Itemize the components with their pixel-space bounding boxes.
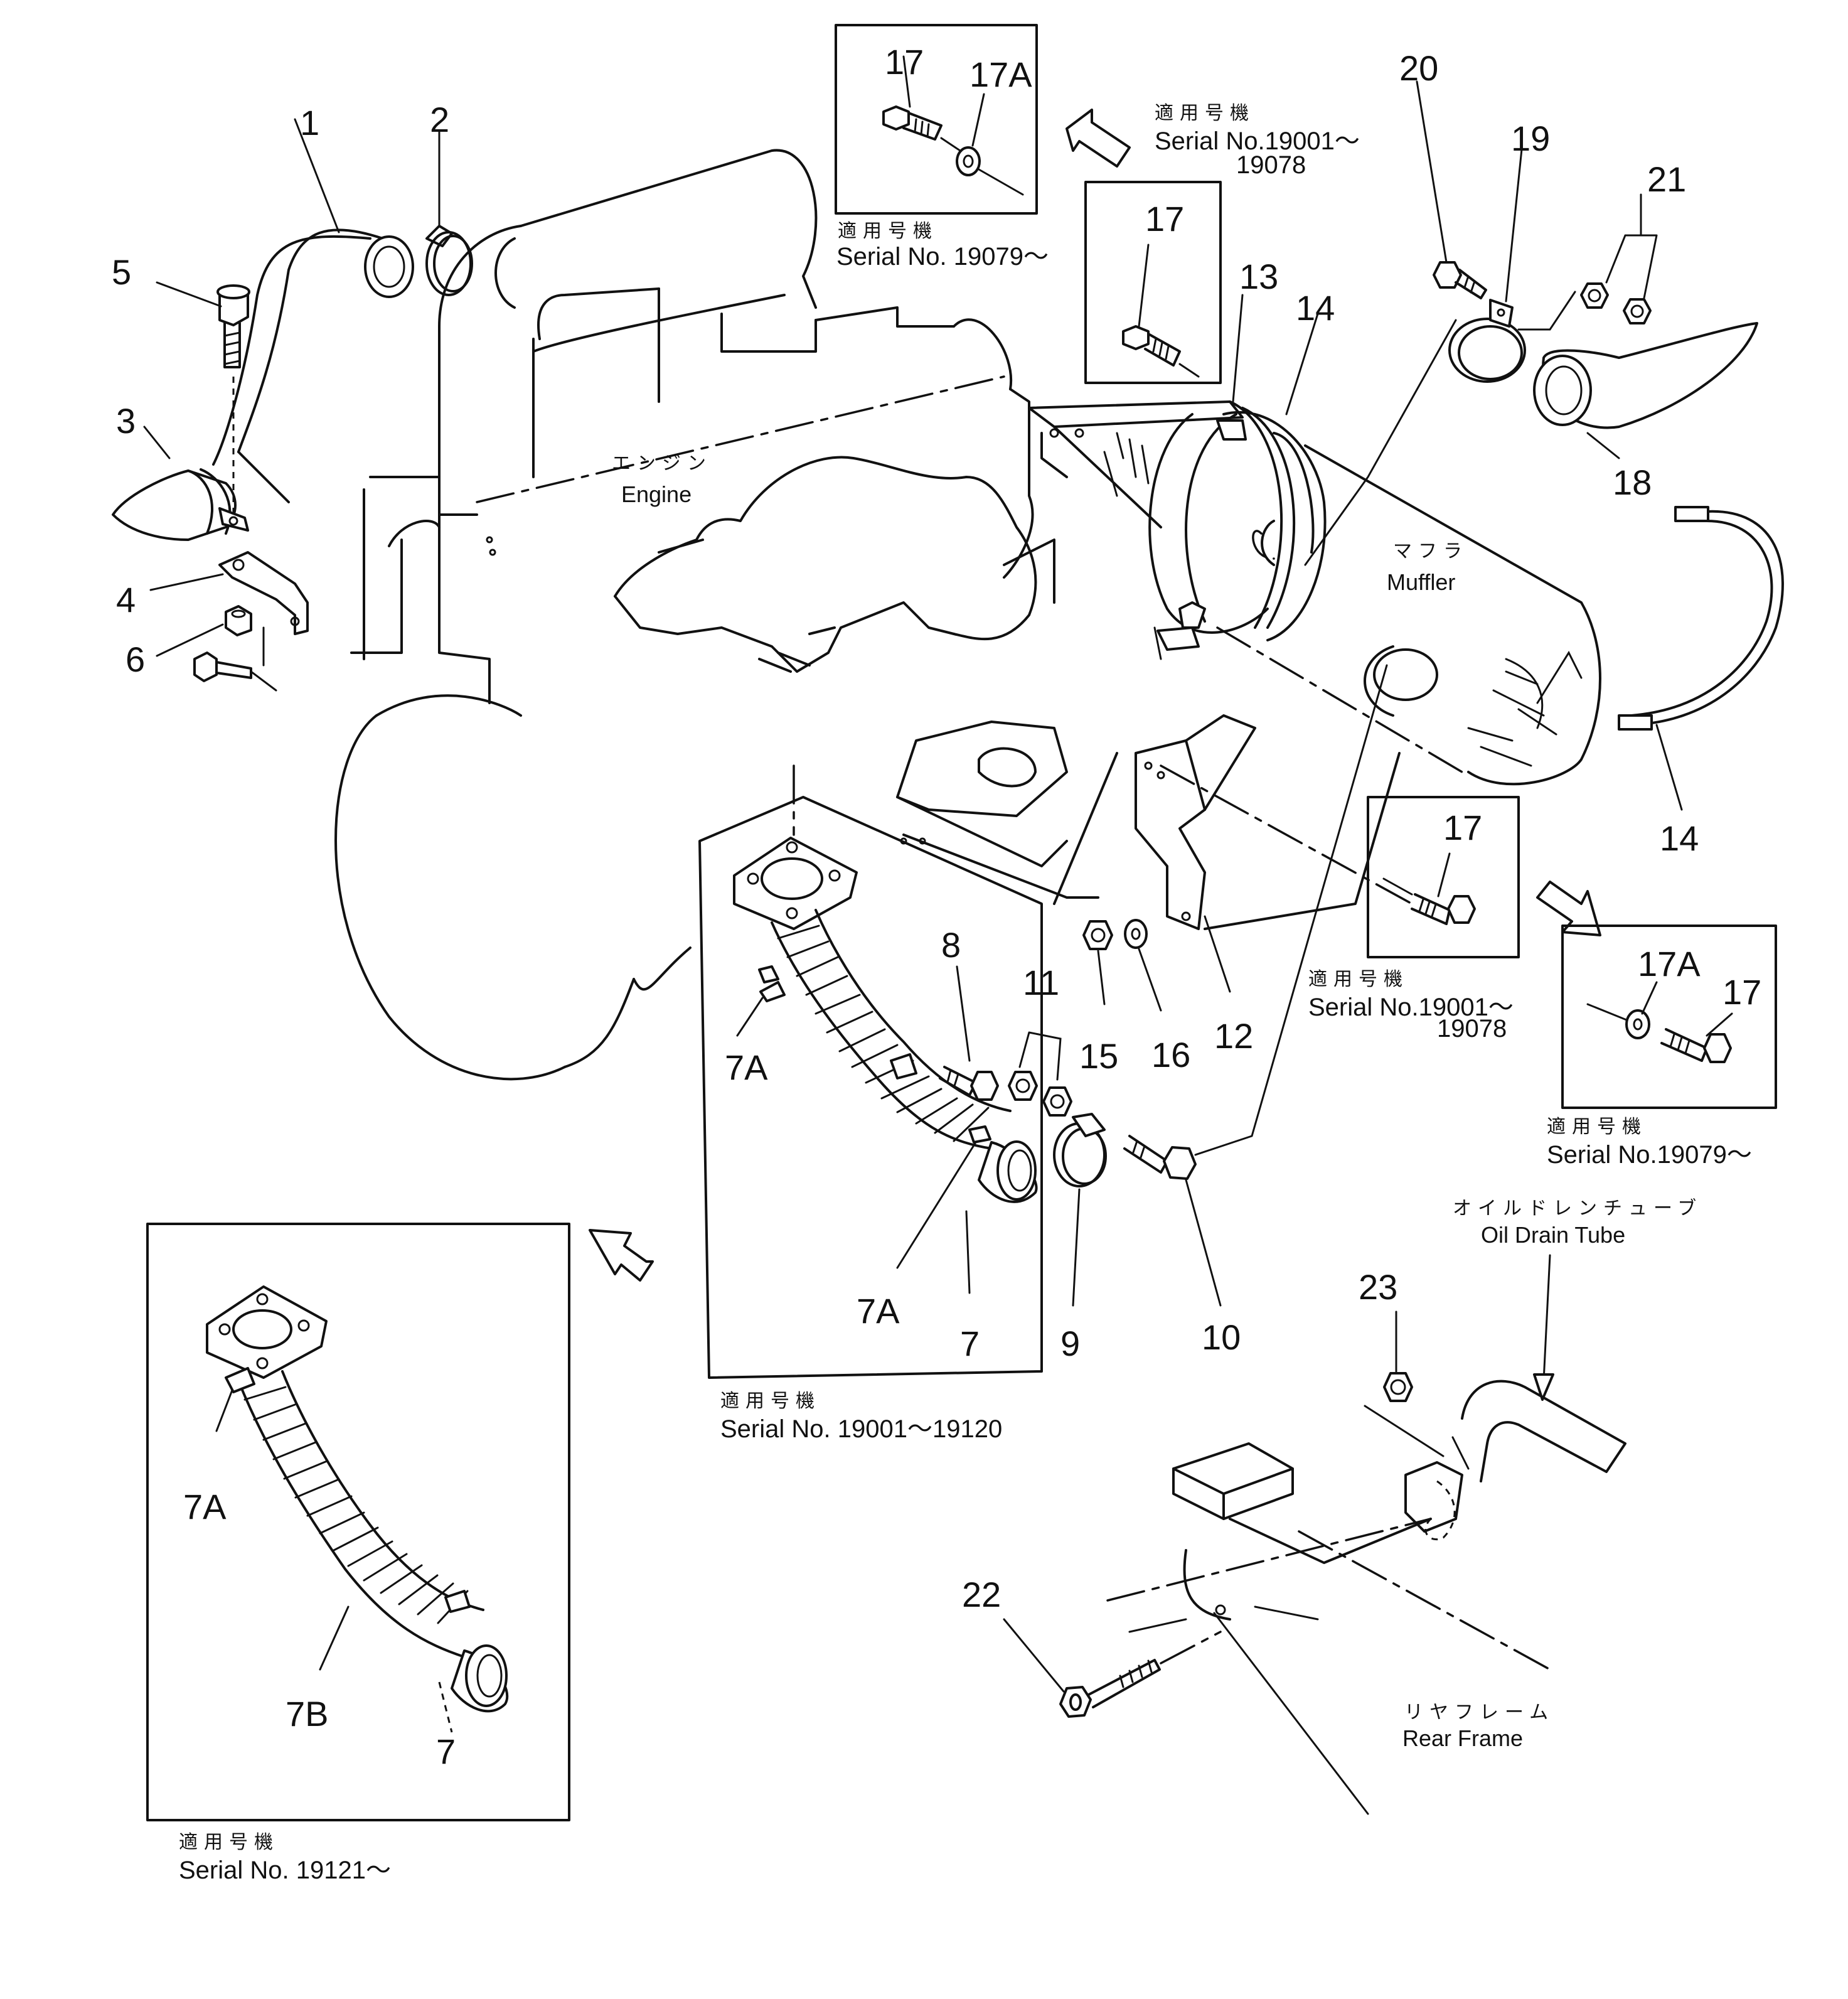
nut-6: 6 — [126, 605, 277, 692]
intake-duct — [494, 237, 786, 353]
part-number-13: 13 — [1239, 257, 1278, 296]
nuts-11: 11 — [1008, 963, 1072, 1117]
applicable-label-center: 適用号機 — [720, 1390, 821, 1412]
engine-label-jp: エンジン — [612, 453, 712, 474]
applicable-label-upper-right: 適用号機 — [1155, 102, 1255, 124]
applicable-label: 適用号機 — [838, 220, 938, 242]
part-number-12: 12 — [1214, 1016, 1253, 1056]
bolt-5: 5 — [112, 252, 250, 515]
part-number-7a-inset: 7A — [183, 1487, 227, 1526]
muffler: マフラ Muffler — [1148, 400, 1601, 786]
muffler-bracket-13: 13 — [1028, 257, 1278, 528]
arrow-to-inset-right — [1536, 881, 1601, 936]
part-number-18: 18 — [1613, 463, 1652, 502]
muffler-label-jp: マフラ — [1393, 540, 1468, 562]
part-number-2: 2 — [430, 100, 449, 139]
part-number-7b: 7B — [286, 1694, 329, 1734]
support-bracket-12: 12 — [1135, 714, 1413, 1056]
part-number-19: 19 — [1511, 119, 1550, 158]
applicable-label-lower-left: 適用号機 — [179, 1831, 279, 1853]
arrow-to-inset — [1066, 109, 1131, 168]
washer-16: 16 — [1124, 919, 1190, 1075]
inset-box-flex-pipe-19001-19120: 7A 7A 7 — [698, 764, 1043, 1379]
serial-range-19079-right: Serial No.19079～ — [1547, 1141, 1752, 1169]
bracket-4: 4 — [116, 551, 309, 635]
part-number-4: 4 — [116, 580, 136, 619]
serial-range-19079-on: Serial No. 19079～ — [836, 243, 1049, 271]
part-number-7a-upper: 7A — [725, 1048, 768, 1087]
hose-clamp-2: 2 — [425, 100, 473, 296]
part-number-8: 8 — [941, 925, 961, 965]
part-number-17-upper: 17 — [1145, 199, 1184, 238]
part-number-10: 10 — [1202, 1317, 1241, 1357]
part-number-22: 22 — [962, 1575, 1001, 1614]
inset-box-serial-19079-top: 17 17A — [835, 24, 1038, 215]
serial-range-19121-on: Serial No. 19121～ — [179, 1857, 391, 1884]
oil-drain-tube-14: 14 14 — [1285, 288, 1784, 858]
part-number-17: 17 — [885, 42, 924, 82]
oil-drain-tube-arrow — [1533, 1373, 1554, 1401]
part-number-17a-right: 17A — [1638, 944, 1701, 983]
part-number-7-inset: 7 — [436, 1732, 456, 1771]
serial-range-19001-middle: Serial No.19001～ — [1308, 994, 1514, 1021]
applicable-label-right: 適用号機 — [1547, 1116, 1647, 1138]
inset-box-bolt-17-upper: 17 — [1084, 181, 1222, 384]
part-number-7: 7 — [960, 1324, 980, 1363]
part-number-16: 16 — [1151, 1035, 1190, 1075]
rear-frame-label-jp: リヤフレーム — [1404, 1702, 1554, 1723]
arrow-to-inset-lower-left — [589, 1229, 654, 1282]
exhaust-pipe-1: 1 — [212, 103, 414, 503]
part-number-20: 20 — [1399, 48, 1438, 88]
serial-range-19078-middle: 19078 — [1437, 1015, 1507, 1042]
part-number-6: 6 — [126, 640, 145, 679]
muffler-label: Muffler — [1387, 569, 1455, 595]
oil-drain-tube-label: Oil Drain Tube — [1481, 1222, 1625, 1248]
nut-15: 15 — [1079, 920, 1118, 1076]
part-number-7a-lower: 7A — [857, 1291, 900, 1331]
bolt-22: 22 — [962, 1575, 1222, 1718]
bolt-10: 10 — [1123, 664, 1388, 1357]
clamp-9: 9 — [1053, 1113, 1107, 1363]
serial-range-19078: 19078 — [1236, 151, 1306, 179]
nuts-21: 21 — [1580, 159, 1686, 324]
part-number-17-middle: 17 — [1443, 808, 1482, 847]
part-number-9: 9 — [1060, 1324, 1080, 1363]
part-number-1: 1 — [300, 103, 319, 142]
nut-23: 23 — [1359, 1267, 1445, 1457]
rear-frame-label: Rear Frame — [1402, 1725, 1523, 1751]
engine-label: Engine — [621, 481, 692, 507]
oil-drain-tube-lower — [1404, 1380, 1626, 1541]
part-number-3: 3 — [116, 401, 136, 441]
part-number-15: 15 — [1079, 1036, 1118, 1076]
bolt-20: 20 — [1399, 48, 1487, 299]
inset-box-bolt-17-middle: 17 — [1367, 796, 1520, 958]
part-number-21: 21 — [1647, 159, 1686, 199]
clamp-19: 19 — [1304, 119, 1576, 566]
serial-range-19001-19078: Serial No.19001～ — [1155, 127, 1360, 155]
part-number-17a: 17A — [969, 55, 1032, 94]
tail-pipe-3: 3 — [112, 401, 249, 541]
inset-box-serial-19079-right: 17A 17 — [1561, 924, 1777, 1109]
part-number-5: 5 — [112, 252, 131, 292]
applicable-label-middle: 適用号機 — [1308, 968, 1409, 990]
oil-drain-tube-label-jp: オイルドレンチューブ — [1453, 1198, 1702, 1219]
part-number-23: 23 — [1359, 1267, 1397, 1307]
bolt-8: 8 — [939, 925, 999, 1101]
tail-pipe-18: 18 — [1533, 322, 1758, 502]
rear-frame: リヤフレーム Rear Frame — [1106, 1442, 1554, 1815]
engine-body — [334, 149, 1118, 1081]
part-number-17-right: 17 — [1722, 972, 1761, 1012]
inset-box-flex-pipe-19121: 7A 7B 7 — [146, 1223, 570, 1821]
part-number-14-top: 14 — [1296, 288, 1335, 328]
serial-range-19001-19120: Serial No. 19001～19120 — [720, 1415, 1002, 1443]
part-number-14-bottom: 14 — [1660, 818, 1699, 858]
